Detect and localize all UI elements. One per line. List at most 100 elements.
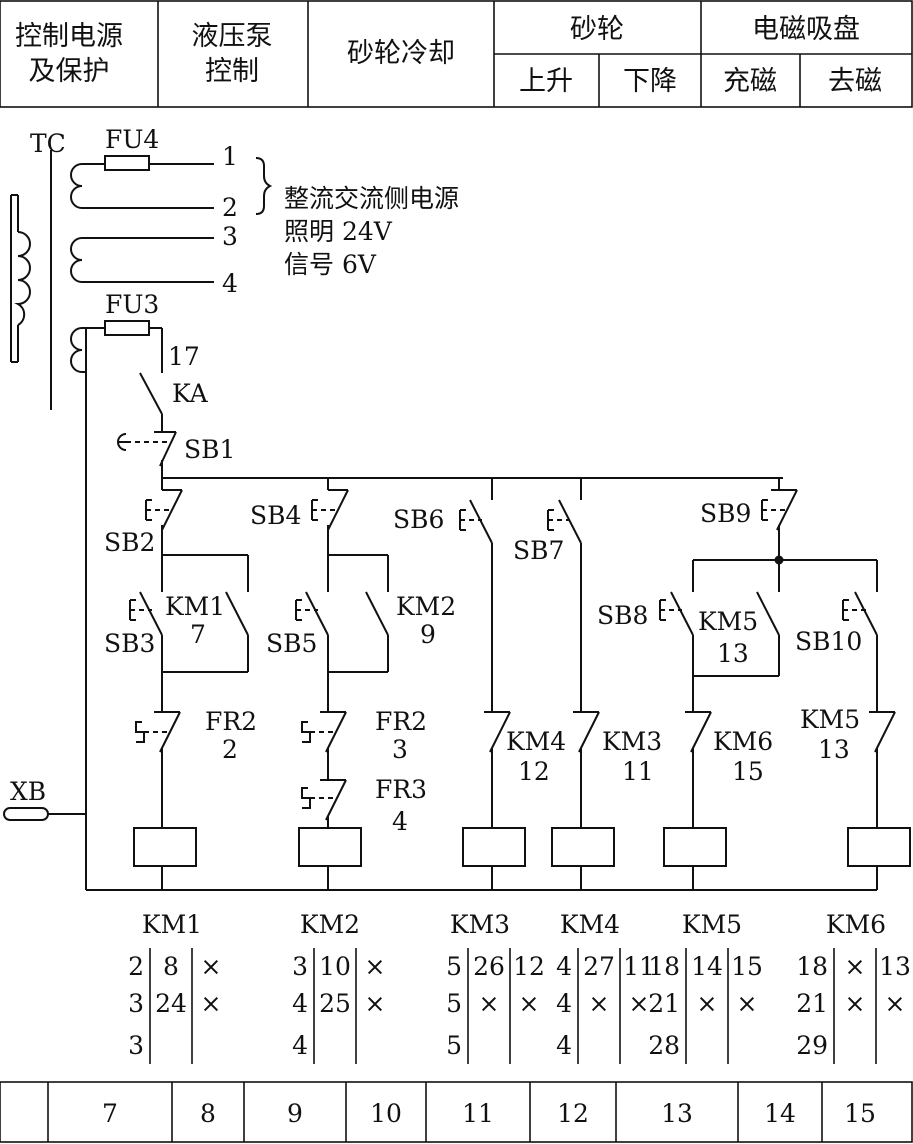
label-km5-contact-num: 13 [717, 639, 749, 668]
label-km4-interlock-num: 12 [518, 757, 550, 786]
header-col5-sub2: 去磁 [828, 66, 882, 97]
header-col5: 电磁吸盘 [752, 14, 860, 45]
coil-table-cell: 4 [292, 1031, 308, 1060]
coil-table-cell: × [589, 989, 610, 1018]
label-sb4: SB4 [250, 501, 301, 530]
coil-table-cell: 13 [879, 952, 911, 981]
label-fr2-b-num: 3 [392, 735, 408, 764]
label-fr2-b: FR2 [375, 707, 427, 736]
transformer-tc: TC FU4 1 2 3 4 FU3 17 [10, 125, 273, 890]
ka-contact: KA [139, 372, 209, 430]
header-col4-sub2: 下降 [623, 66, 677, 97]
km5-branch: SB8 KM5 13 KM6 15 [597, 560, 780, 890]
header-col1-line2: 及保护 [29, 56, 110, 87]
label-wire-4: 4 [222, 269, 238, 298]
km3-branch: SB6 KM4 12 [393, 478, 566, 890]
header-col1-line1: 控制电源 [15, 21, 123, 52]
label-km4-interlock: KM4 [506, 727, 566, 756]
label-km5-contact: KM5 [698, 607, 758, 636]
coil-table-cell: × [845, 952, 866, 981]
coil-table-cell: × [737, 989, 758, 1018]
header-col4: 砂轮 [570, 14, 624, 45]
label-km2-contact: KM2 [396, 592, 456, 621]
coil-table-cell: 27 [583, 952, 615, 981]
coil-table-cell: 5 [446, 1031, 462, 1060]
note-lighting-24v: 照明 24V [284, 217, 393, 246]
coil-table-cell: 3 [292, 952, 308, 981]
label-sb9: SB9 [700, 499, 751, 528]
coil-table-cell: 26 [473, 952, 505, 981]
label-km1-contact-num: 7 [190, 620, 206, 649]
label-fr2-a: FR2 [205, 707, 257, 736]
label-wire-2: 2 [222, 193, 238, 222]
footer-cell-3: 9 [287, 1099, 303, 1128]
coil-table-cell: × [479, 989, 500, 1018]
coil-table-cell: 15 [731, 952, 763, 981]
coil-table-cell: 28 [648, 1031, 680, 1060]
label-fu4: FU4 [105, 125, 159, 154]
coil-table-cell: 8 [163, 952, 179, 981]
coil-table-cell: 25 [319, 989, 351, 1018]
label-sb1: SB1 [184, 435, 235, 464]
label-fu3: FU3 [105, 290, 159, 319]
label-km5-interlock-num: 13 [818, 735, 850, 764]
coil-table-cell: 18 [796, 952, 828, 981]
coil-table-cell: 4 [556, 989, 572, 1018]
note-signal-6v: 信号 6V [284, 250, 377, 279]
coil-table-cell: 3 [128, 1031, 144, 1060]
coil-table-cell: × [365, 989, 386, 1018]
label-km2-contact-num: 9 [420, 620, 436, 649]
coil-table-cell: 2 [128, 952, 144, 981]
sb1-stop-button: SB1 [117, 430, 235, 478]
label-xb: XB [10, 777, 46, 806]
header-col2-line1: 液压泵 [192, 21, 273, 52]
label-fr3: FR3 [375, 775, 427, 804]
xb-connector: XB [3, 777, 86, 821]
coil-table-name: KM3 [450, 910, 510, 939]
coil-table-cell: 18 [648, 952, 680, 981]
header-col4-sub1: 上升 [519, 66, 573, 97]
footer-cell-1: 7 [102, 1099, 118, 1128]
coil-table-cell: × [885, 989, 906, 1018]
coil-table-cell: × [201, 989, 222, 1018]
footer-cell-2: 8 [200, 1099, 216, 1128]
label-km6-interlock-num: 15 [732, 757, 764, 786]
coil-table-cell: 29 [796, 1031, 828, 1060]
coil-table-cell: 3 [128, 989, 144, 1018]
coil-table-cell: 4 [292, 989, 308, 1018]
coil-table-cell: 10 [319, 952, 351, 981]
label-sb5: SB5 [266, 629, 317, 658]
label-fr3-num: 4 [392, 807, 408, 836]
header-col2-line2: 控制 [205, 56, 259, 87]
coil-table-cell: 12 [513, 952, 545, 981]
coil-table-name: KM5 [682, 910, 742, 939]
coil-table-cell: × [201, 952, 222, 981]
label-tc: TC [30, 129, 66, 158]
label-km3-interlock: KM3 [602, 727, 662, 756]
coil-table-cell: 24 [155, 989, 187, 1018]
coil-contact-tables: KM1233824××KM23441025××KM355526×12×KM444… [128, 910, 911, 1064]
label-sb10: SB10 [795, 627, 862, 656]
label-sb7: SB7 [513, 536, 564, 565]
coil-table-cell: 21 [796, 989, 828, 1018]
coil-table-cell: 5 [446, 989, 462, 1018]
coil-table-cell: 5 [446, 952, 462, 981]
header-col3: 砂轮冷却 [347, 38, 455, 69]
label-km5-interlock: KM5 [800, 705, 860, 734]
label-sb6: SB6 [393, 505, 444, 534]
label-wire-1: 1 [222, 142, 238, 171]
footer-cell-4: 10 [370, 1099, 402, 1128]
sb9-stop-button: SB9 [693, 478, 877, 565]
footer-cell-6: 12 [557, 1099, 589, 1128]
coil-table-cell: 4 [556, 1031, 572, 1060]
km6-branch: SB10 KM5 13 [795, 560, 911, 890]
label-ka: KA [172, 379, 209, 408]
footer-cell-7: 13 [661, 1099, 693, 1128]
header-col5-sub1: 充磁 [723, 66, 777, 97]
